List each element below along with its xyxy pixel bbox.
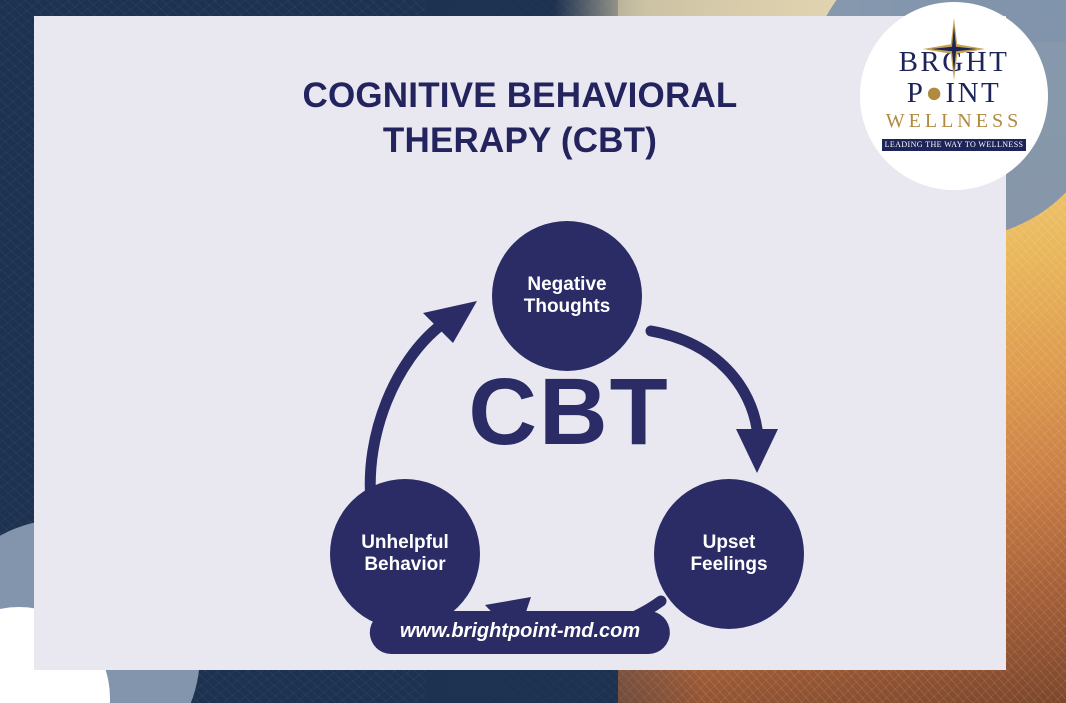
node-unhelpful-behavior-line-2: Behavior bbox=[364, 554, 446, 575]
node-negative-thoughts-line-2: Thoughts bbox=[523, 296, 611, 317]
page-title: COGNITIVE BEHAVIORAL THERAPY (CBT) bbox=[34, 74, 1006, 164]
node-upset-feelings-line-2: Feelings bbox=[690, 554, 768, 575]
node-negative-thoughts: Negative Thoughts bbox=[492, 221, 642, 371]
logo-wellness-text: WELLNESS bbox=[885, 110, 1023, 133]
node-unhelpful-behavior: Unhelpful Behavior bbox=[330, 479, 480, 629]
website-url-badge[interactable]: www.brightpoint-md.com bbox=[369, 611, 671, 654]
arrow-thoughts-to-feelings bbox=[645, 325, 778, 473]
node-unhelpful-behavior-line-1: Unhelpful bbox=[361, 531, 449, 553]
arrow-behavior-to-thoughts bbox=[364, 301, 477, 507]
page-title-line-1: COGNITIVE BEHAVIORAL bbox=[302, 76, 738, 115]
cbt-center-label: CBT bbox=[468, 359, 670, 465]
page-title-line-2: THERAPY (CBT) bbox=[382, 120, 658, 160]
cbt-cycle-diagram: CBT Negative Thoughts Upset Feelings Unh… bbox=[299, 201, 839, 641]
logo-point-text: P●INT bbox=[879, 77, 1029, 109]
logo-tagline: LEADING THE WAY TO WELLNESS bbox=[881, 139, 1027, 152]
logo-point-o-glyph: ● bbox=[925, 76, 946, 109]
logo-point-part-2: INT bbox=[945, 76, 1002, 109]
content-card: COGNITIVE BEHAVIORAL THERAPY (CBT) bbox=[34, 16, 1006, 670]
node-upset-feelings-line-1: Upset bbox=[702, 531, 756, 553]
node-upset-feelings: Upset Feelings bbox=[654, 479, 804, 629]
node-negative-thoughts-line-1: Negative bbox=[527, 273, 607, 295]
logo-point-part-1: P bbox=[906, 76, 926, 109]
brand-logo: BRGHT P●INT WELLNESS LEADING THE WAY TO … bbox=[860, 2, 1048, 190]
logo-bright-part-1: BR bbox=[898, 45, 943, 78]
four-point-star-icon bbox=[923, 17, 985, 80]
